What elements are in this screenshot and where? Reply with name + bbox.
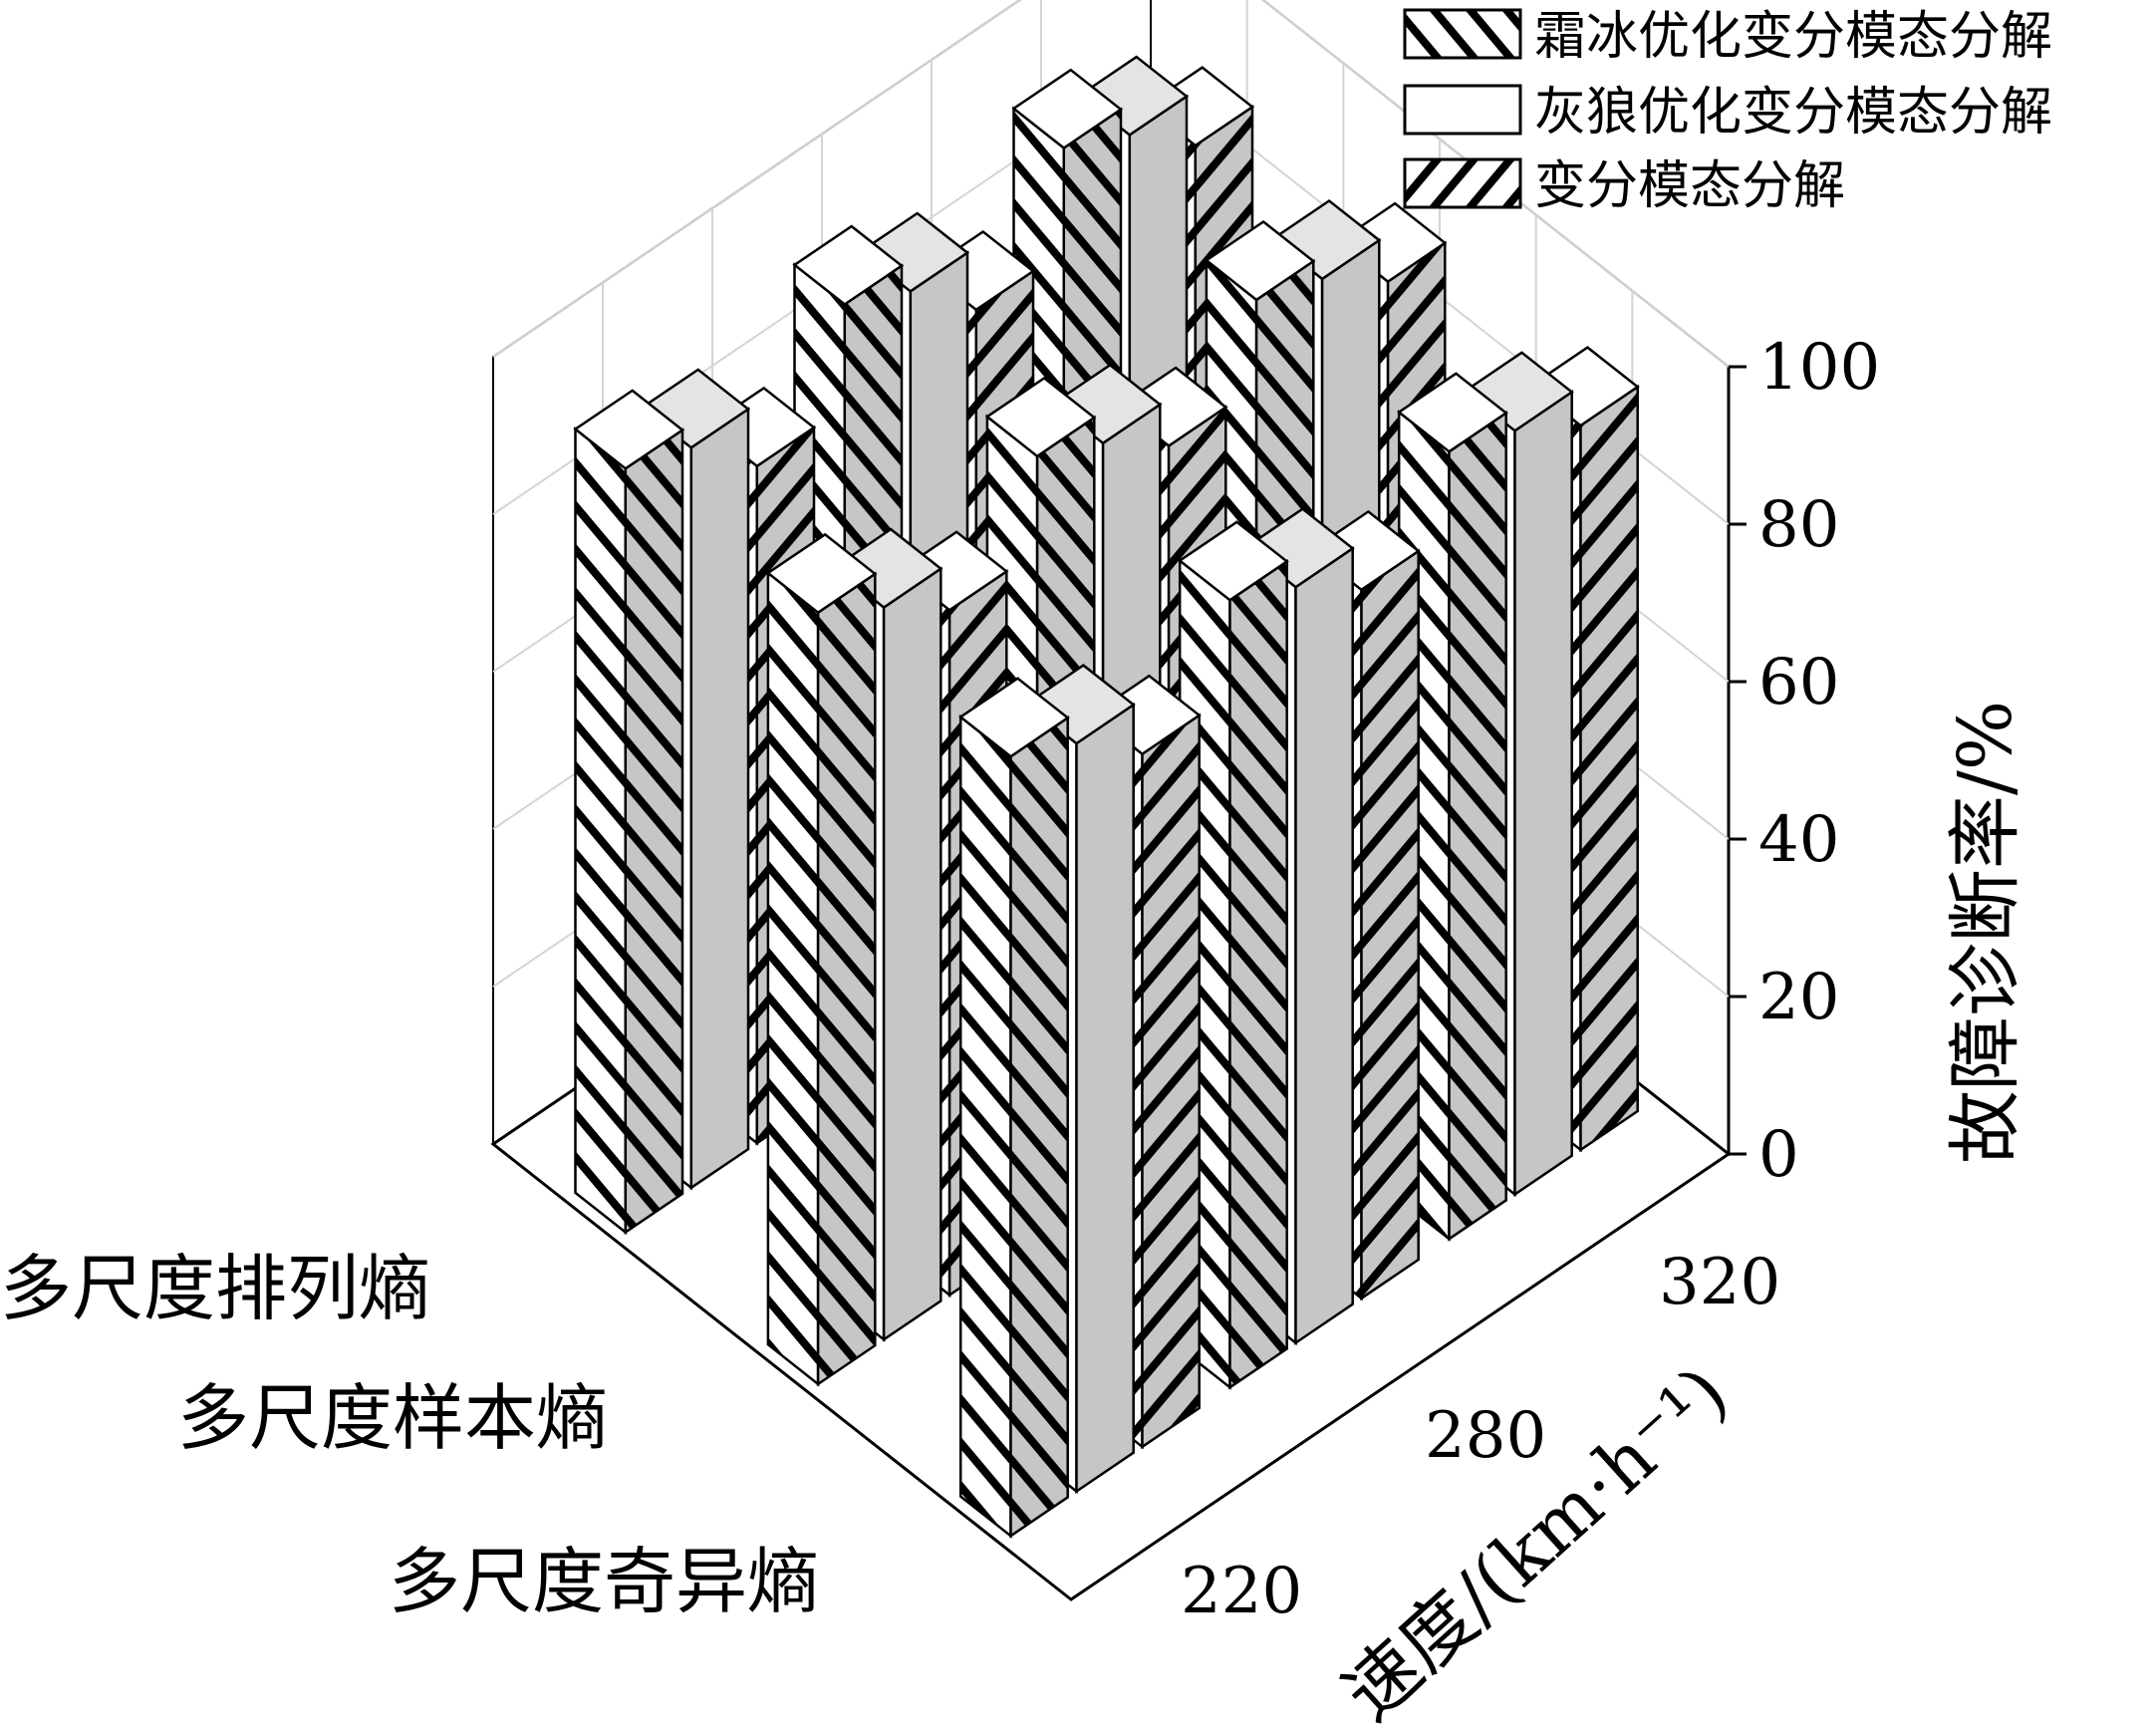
bar-face-right [1009,715,1069,1539]
legend: 霜冰优化变分模态分解 灰狼优化变分模态分解 变分模态分解 [1403,7,2052,216]
bar-c1-s0-series0 [765,532,878,1387]
bar-face-right [1075,702,1135,1494]
speed-label-2: 320 [1659,1246,1780,1319]
bar-face-right [1513,390,1573,1197]
category-label-1: 多尺度样本熵 [177,1376,608,1460]
bar-face-top [765,532,878,615]
bar-face-top [1011,68,1124,150]
bar-face-right [1448,411,1507,1242]
legend-label-1: 灰狼优化变分模态分解 [1534,83,2052,143]
bar-face-right [624,428,684,1235]
bar-face-right [882,566,943,1342]
bar-face-top [573,389,685,470]
z-tick-label: 20 [1758,961,1839,1034]
bar-face-right [1294,545,1354,1345]
bar-face-top [1204,219,1316,302]
category-label-2: 多尺度奇异熵 [389,1540,819,1623]
bar-face-right [816,571,877,1387]
bar-face-left [574,427,628,1236]
bar-face-top [958,677,1070,758]
bar-face-right [1141,713,1201,1450]
category-label-0: 多尺度排列熵 [0,1247,430,1330]
bar-face-right [689,407,750,1191]
bars-group [573,55,1640,1539]
bar-face-top [1178,520,1289,602]
legend-item-2: 变分模态分解 [1403,156,1845,216]
z-axis-title: 故障诊断率/% [1943,701,2028,1164]
bar-c2-s0-series0 [958,677,1070,1539]
z-tick-label: 40 [1758,803,1839,877]
legend-swatch-0 [1403,8,1522,60]
legend-item-0: 霜冰优化变分模态分解 [1403,7,2052,67]
bar-c0-s0-series0 [573,389,685,1236]
bar-face-left [958,714,1012,1539]
bar-face-top [984,376,1097,458]
legend-item-1: 灰狼优化变分模态分解 [1403,83,2052,143]
z-tick-label: 100 [1758,331,1880,405]
bar-face-right [1360,548,1420,1301]
bar-face-right [1228,559,1288,1390]
legend-label-2: 变分模态分解 [1534,156,1845,216]
bar-face-top [1397,372,1508,453]
legend-label-0: 霜冰优化变分模态分解 [1534,7,2052,67]
z-tick-label: 80 [1758,488,1839,562]
bar-face-left [766,570,820,1387]
z-ticks: 0 20 40 60 80 100 [1729,331,1880,1192]
legend-swatch-2 [1403,157,1522,209]
speed-label-0: 220 [1181,1555,1302,1628]
bar-face-right [1579,384,1639,1153]
z-tick-label: 0 [1758,1118,1799,1192]
bar-face-top [792,224,905,306]
speed-label-1: 280 [1425,1399,1546,1473]
legend-swatch-1 [1403,84,1522,136]
z-tick-label: 60 [1758,646,1839,720]
